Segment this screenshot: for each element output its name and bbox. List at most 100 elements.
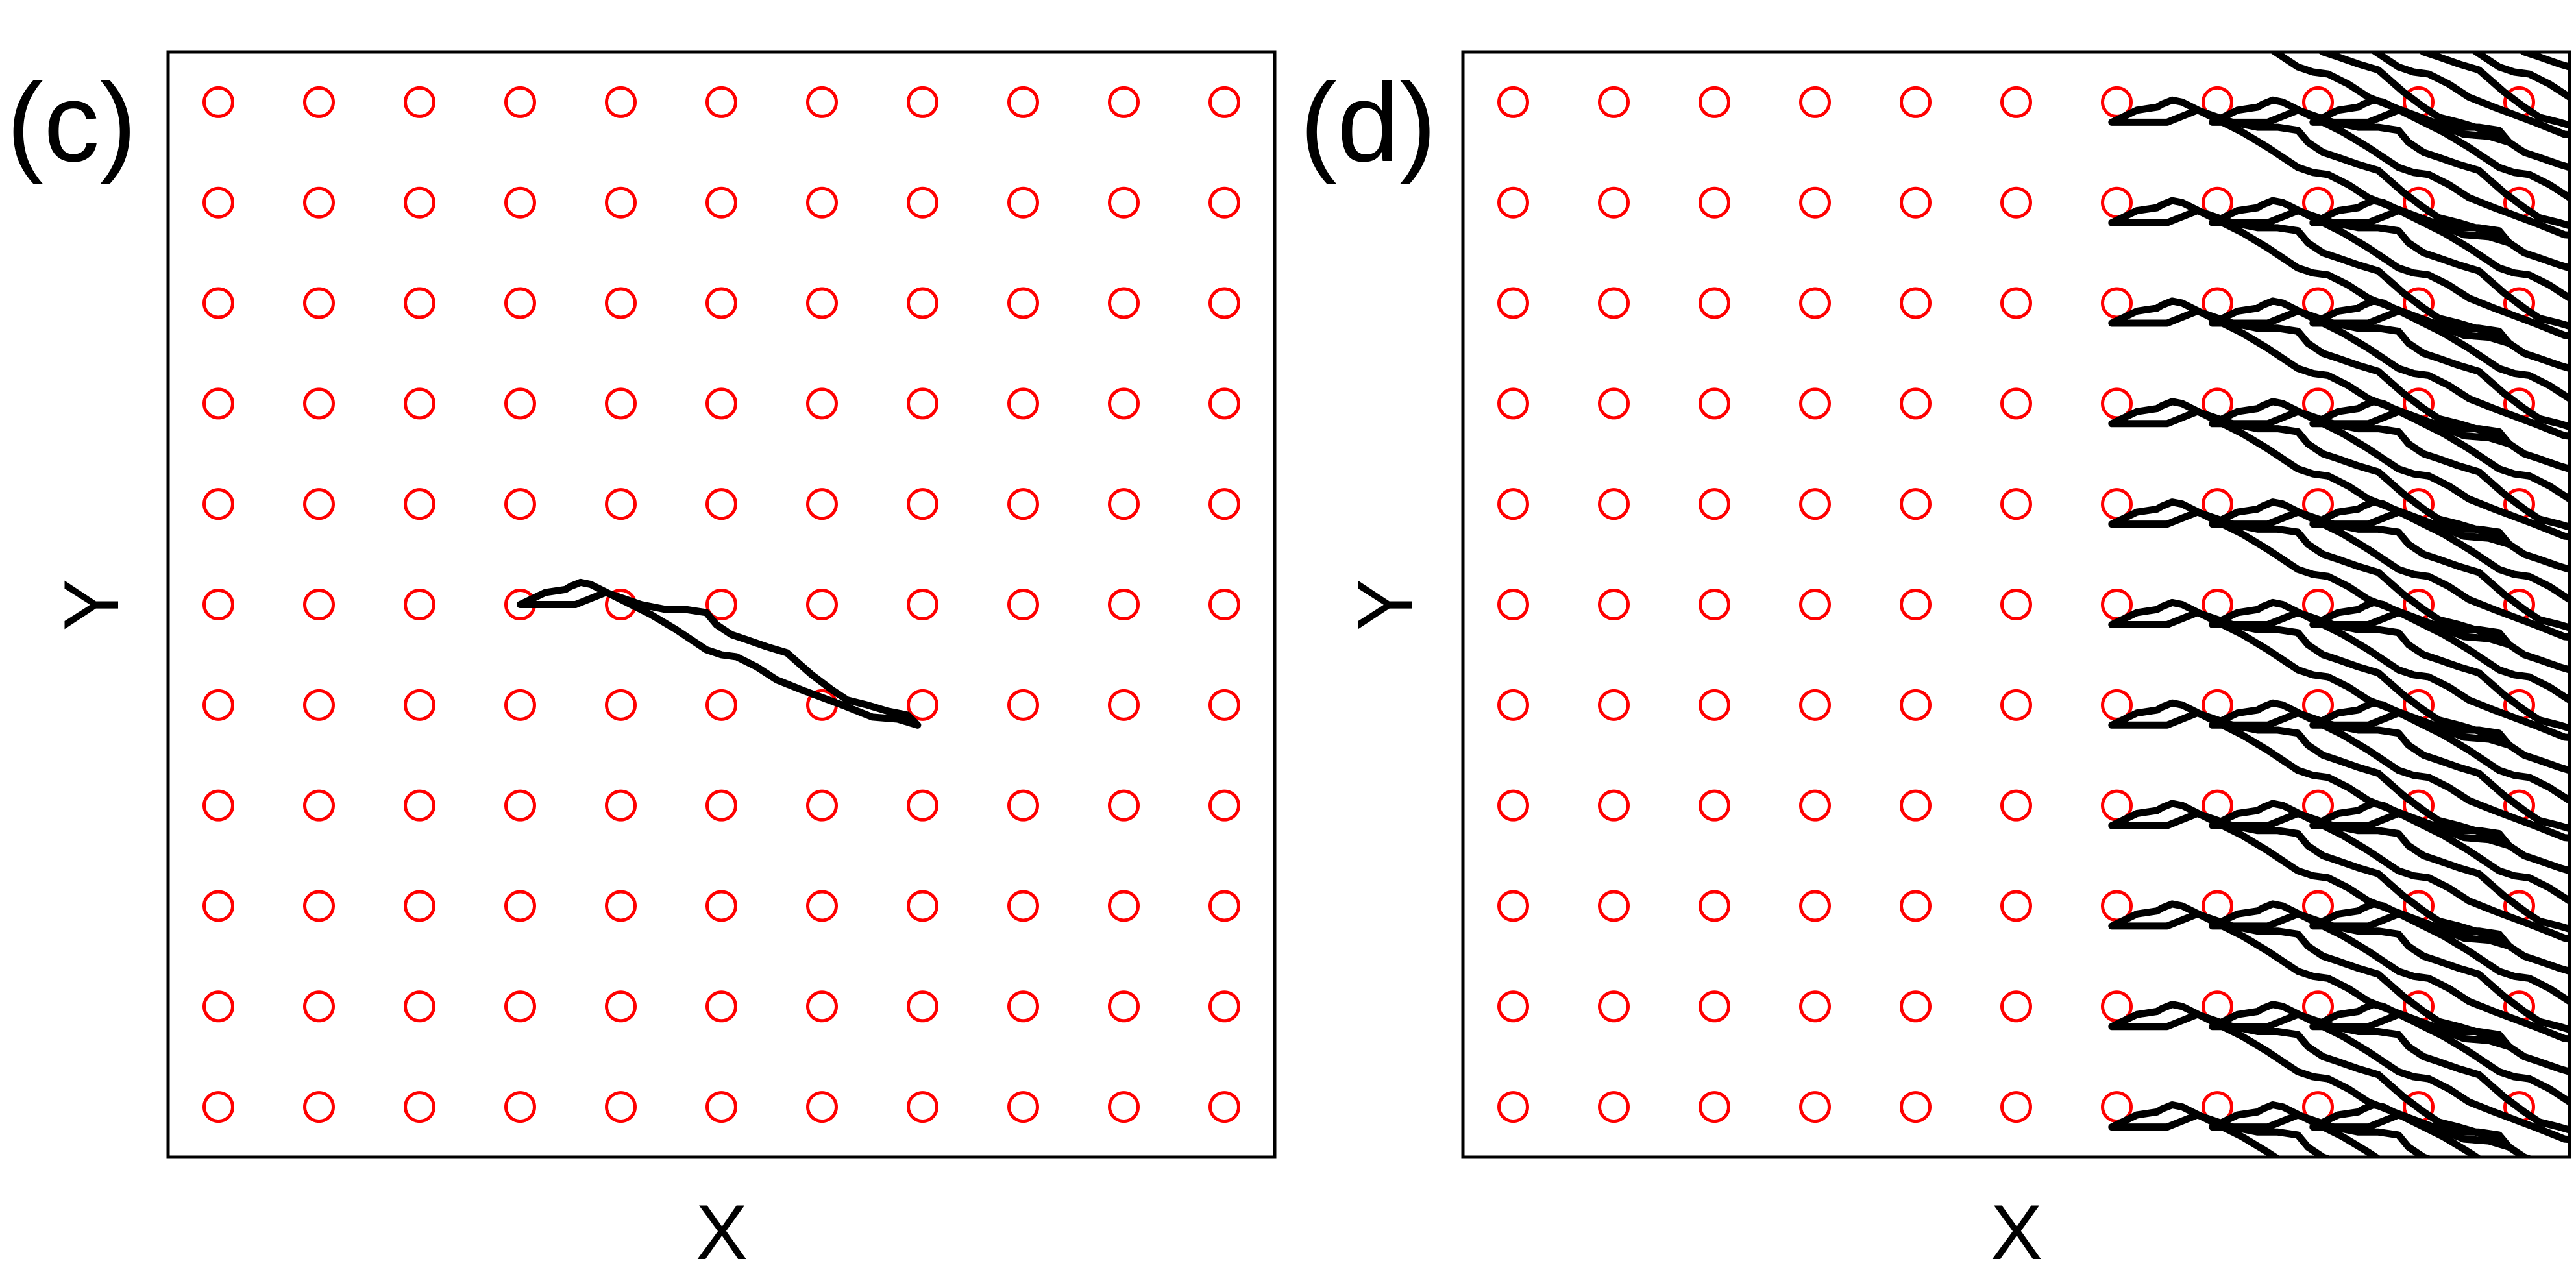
lattice-point: [1208, 287, 1240, 319]
lattice-point: [1799, 86, 1831, 118]
lattice-point: [1699, 86, 1730, 118]
lattice-point: [303, 589, 335, 620]
trajectory-c: [517, 578, 922, 729]
lattice-point: [605, 287, 637, 319]
panel-label-d: (d): [1300, 60, 1436, 185]
lattice-point: [404, 990, 435, 1023]
lattice-point: [705, 186, 737, 219]
trajectory-loop: [2108, 1101, 2335, 1157]
lattice-point: [1497, 1091, 1529, 1123]
lattice-point: [504, 789, 536, 822]
lattice-point: [1007, 1091, 1039, 1123]
trajectory-loop: [2209, 297, 2570, 440]
lattice-point: [806, 86, 838, 118]
trajectory-loop: [2309, 900, 2570, 1005]
lattice-point: [806, 186, 838, 219]
lattice-point: [404, 689, 435, 721]
lattice-point: [504, 689, 536, 721]
lattice-point: [1007, 689, 1039, 721]
lattice-point: [2000, 488, 2032, 520]
lattice-point: [806, 387, 838, 420]
lattice-point: [504, 86, 536, 118]
lattice-point: [2000, 387, 2032, 420]
x-axis-label-c: X: [696, 1189, 748, 1276]
lattice-point: [1699, 488, 1730, 520]
lattice-point: [1900, 1091, 1932, 1123]
lattice-point: [202, 689, 234, 721]
lattice-point: [1108, 186, 1140, 219]
lattice-point: [504, 890, 536, 922]
trajectory-loop: [517, 578, 922, 729]
lattice-point: [1799, 488, 1831, 520]
lattice-point: [1208, 689, 1240, 721]
lattice-point: [806, 1091, 838, 1123]
lattice-point: [303, 287, 335, 319]
lattice-point: [806, 589, 838, 620]
lattice-point: [1108, 589, 1140, 620]
lattice-point: [1799, 1091, 1831, 1123]
lattice-point: [2000, 86, 2032, 118]
lattice-point: [907, 488, 938, 520]
trajectory-d: [2108, 0, 2576, 1285]
lattice-point: [806, 990, 838, 1023]
lattice-point: [1598, 990, 1630, 1023]
lattice-point: [1900, 387, 1932, 420]
lattice-point: [1699, 589, 1730, 620]
lattice-point: [303, 1091, 335, 1123]
trajectory-loop: [2112, 0, 2509, 42]
lattice-point: [404, 186, 435, 219]
lattice-point: [1497, 589, 1529, 620]
lattice-point: [2000, 689, 2032, 721]
plot-frame-d: [1461, 50, 2571, 1159]
lattice-point: [605, 186, 637, 219]
trajectory-loop: [2209, 800, 2570, 942]
lattice-point: [1108, 387, 1140, 420]
lattice-point: [2000, 589, 2032, 620]
lattice-point: [1598, 589, 1630, 620]
lattice-point: [1598, 387, 1630, 420]
lattice-point: [404, 589, 435, 620]
lattice-point: [1900, 589, 1932, 620]
lattice-point: [1799, 990, 1831, 1023]
lattice-point: [504, 990, 536, 1023]
lattice-point: [404, 789, 435, 822]
lattice-point: [1699, 387, 1730, 420]
lattice-point: [1497, 890, 1529, 922]
trajectory-loop: [2309, 1101, 2536, 1157]
trajectory-loop: [2213, 1205, 2576, 1285]
lattice-point: [1799, 186, 1831, 219]
lattice-point: [907, 589, 938, 620]
lattice-point: [1699, 1091, 1730, 1123]
lattice-point: [907, 287, 938, 319]
lattice-point: [1497, 488, 1529, 520]
lattice-point: [605, 86, 637, 118]
lattice-point: [1699, 890, 1730, 922]
trajectory-loop: [2313, 1205, 2576, 1285]
lattice-point: [1108, 689, 1140, 721]
lattice-points-c: [202, 86, 1240, 1123]
lattice-point: [1007, 488, 1039, 520]
lattice-point: [1598, 287, 1630, 319]
trajectory-loop: [2309, 498, 2570, 604]
trajectory-loop: [2309, 1001, 2570, 1106]
lattice-point: [504, 287, 536, 319]
lattice-point: [404, 86, 435, 118]
lattice-point: [806, 789, 838, 822]
lattice-point: [705, 589, 737, 620]
lattice-point: [1208, 488, 1240, 520]
trajectory-loop: [2309, 800, 2570, 905]
y-axis-label-d: Y: [1342, 579, 1429, 631]
panel-label-c: (c): [6, 60, 137, 185]
lattice-point: [907, 789, 938, 822]
lattice-point: [1007, 387, 1039, 420]
trajectory-loop: [2309, 197, 2570, 302]
lattice-point: [1699, 689, 1730, 721]
lattice-point: [705, 689, 737, 721]
lattice-point: [705, 789, 737, 822]
trajectory-loop: [2309, 699, 2570, 805]
lattice-point: [303, 86, 335, 118]
lattice-point: [303, 186, 335, 219]
lattice-point: [1007, 589, 1039, 620]
lattice-point: [1598, 186, 1630, 219]
